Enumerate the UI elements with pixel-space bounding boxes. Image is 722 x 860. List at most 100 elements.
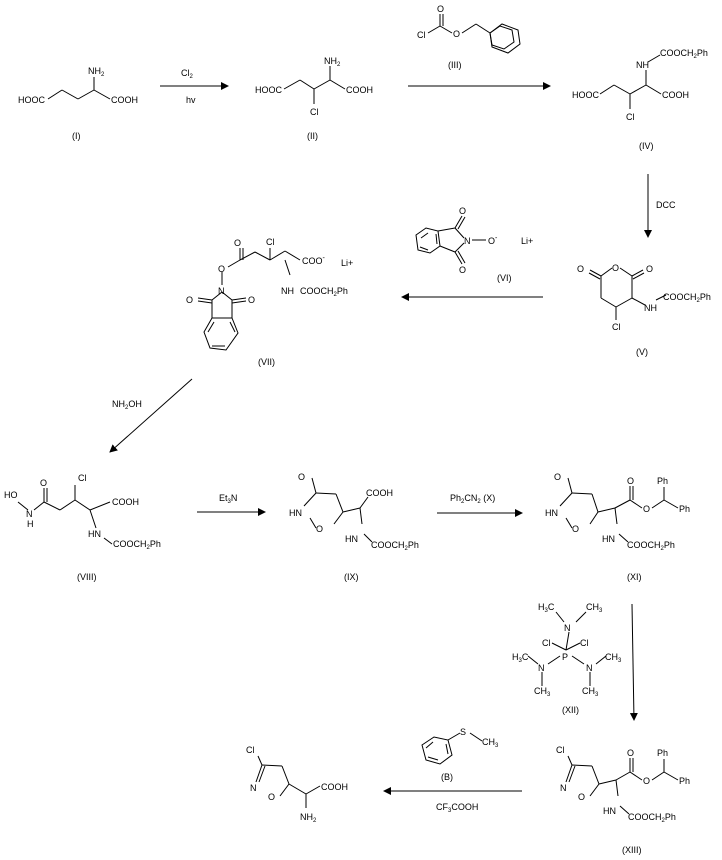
compound-xi-ph-top: Ph — [657, 476, 668, 486]
compound-xii-ch3-bottom-right: CH3 — [582, 686, 599, 698]
compound-i-hooc: HOOC — [18, 95, 46, 105]
compound-xi-hn: HN — [545, 508, 558, 518]
compound-vii-o-left: O — [186, 295, 193, 305]
compound-b-label: (B) — [441, 772, 453, 782]
compound-xiii-ph-top: Ph — [657, 748, 668, 758]
reagent-cl2: Cl2 — [181, 68, 194, 80]
compound-viii-h: H — [27, 519, 34, 529]
compound-vii-o-carbonyl: O — [234, 238, 241, 248]
compound-v-o-right: O — [646, 264, 653, 274]
reagent-hv: hv — [186, 95, 196, 105]
compound-final-cooh: COOH — [321, 782, 348, 792]
compound-b-s: S — [460, 727, 466, 737]
compound-b: S CH3 (B) — [421, 727, 499, 782]
compound-ix-label: (IX) — [344, 572, 359, 582]
compound-xii-n-left: N — [538, 663, 545, 673]
compound-ix-cbz: COOCH2Ph — [371, 540, 419, 552]
compound-viii-o: O — [40, 478, 47, 488]
compound-i-label: (I) — [72, 131, 81, 141]
compound-xi-ring-o: O — [572, 524, 579, 534]
compound-ii-cl: Cl — [310, 107, 319, 117]
compound-xii-ch3-bottom-left: CH3 — [534, 686, 551, 698]
compound-vii-cbz: COOCH2Ph — [300, 286, 348, 298]
compound-final-o: O — [268, 792, 275, 802]
compound-final: Cl N O COOH NH2 — [246, 745, 348, 824]
compound-xii-ch3-right: CH3 — [605, 652, 622, 664]
arrow-step-8 — [629, 603, 638, 721]
compound-xiii-cl: Cl — [556, 745, 565, 755]
reagent-dcc: DCC — [656, 200, 676, 210]
compound-xii-ch3-top: CH3 — [586, 602, 603, 614]
compound-xii-n-top: N — [564, 623, 571, 633]
compound-ix-hn: HN — [289, 508, 302, 518]
compound-xii-cl-right: Cl — [580, 638, 589, 648]
compound-v-label: (V) — [636, 347, 648, 357]
compound-iii-label: (III) — [448, 60, 462, 70]
compound-iv-nh: NH — [636, 60, 649, 70]
compound-vi-n: N — [464, 236, 471, 246]
compound-vii-nh: NH — [281, 286, 294, 296]
compound-viii-label: (VIII) — [77, 572, 97, 582]
compound-iv-cl: Cl — [626, 112, 635, 122]
reagent-nh2oh: NH2OH — [112, 399, 142, 411]
compound-ii-nh2: NH2 — [324, 56, 341, 68]
compound-vi-o-minus: O- — [488, 235, 498, 246]
compound-vii-o-ester: O — [218, 264, 225, 274]
compound-iv-cbz: COOCH2Ph — [660, 48, 708, 60]
compound-vi-o-top: O — [459, 206, 466, 216]
compound-viii-cl: Cl — [78, 473, 87, 483]
reagent-et3n: Et3N — [219, 493, 237, 505]
compound-xiii-label: (XIII) — [622, 845, 642, 855]
compound-vii: O O Cl COO- Li+ NH COOCH2Ph N O O (VII) — [186, 237, 353, 367]
compound-viii-ho: HO — [4, 490, 18, 500]
compound-xiii-cbz: COOCH2Ph — [628, 812, 676, 824]
compound-xii-cl-left: Cl — [542, 638, 551, 648]
arrow-step-5 — [109, 378, 193, 453]
compound-xii-n-right: N — [586, 663, 593, 673]
compound-b-ch3: CH3 — [482, 737, 499, 749]
compound-xiii-ph-right: Ph — [679, 776, 690, 786]
compound-v-cl: Cl — [612, 322, 621, 332]
compound-vi: O O N O- Li+ (VI) — [415, 206, 533, 283]
compound-xi: O HN O O O Ph Ph HN COOCH2Ph (XI) — [545, 472, 690, 582]
compound-ix-ring-o: O — [316, 524, 323, 534]
compound-ix-cooh: COOH — [366, 488, 393, 498]
compound-xiii-nh: HN — [603, 806, 616, 816]
compound-vii-cl: Cl — [266, 237, 275, 247]
compound-xi-o-ester: O — [643, 504, 650, 514]
compound-vii-li: Li+ — [341, 258, 353, 268]
compound-viii: HO N H O Cl COOH HN COOCH2Ph (VIII) — [4, 473, 161, 582]
compound-xiii-o-ester: O — [643, 776, 650, 786]
compound-vi-label: (VI) — [497, 273, 512, 283]
compound-xiii-o-carbonyl: O — [627, 748, 634, 758]
compound-v-cbz: COOCH2Ph — [663, 292, 711, 304]
compound-vii-coo: COO- — [302, 255, 326, 266]
compound-i-nh2: NH2 — [88, 66, 105, 78]
compound-iii-o-carbonyl: O — [437, 4, 444, 14]
compound-vii-label: (VII) — [258, 357, 275, 367]
reagent-cf3cooh: CF3COOH — [436, 802, 478, 814]
compound-xi-nh: HN — [602, 534, 615, 544]
compound-i-cooh: COOH — [111, 95, 138, 105]
compound-xi-o: O — [554, 472, 561, 482]
compound-iv-cooh: COOH — [662, 90, 689, 100]
compound-viii-n: N — [26, 509, 33, 519]
compound-final-cl: Cl — [246, 745, 255, 755]
reagent-ph2cn2: Ph2CN2 (X) — [450, 493, 495, 505]
compound-xii: H3C N CH3 Cl Cl P H3C N N CH3 CH3 CH3 (X… — [512, 602, 622, 715]
compound-viii-cbz: COOCH2Ph — [113, 539, 161, 551]
compound-iii: Cl O O (III) — [417, 4, 521, 70]
compound-v-o-ring: O — [612, 263, 619, 273]
compound-xi-cbz: COOCH2Ph — [627, 540, 675, 552]
compound-viii-nh: HN — [88, 529, 101, 539]
compound-xii-label: (XII) — [562, 705, 579, 715]
compound-ix-nh: HN — [345, 534, 358, 544]
compound-v-nh: NH — [644, 303, 657, 313]
compound-ii: HOOC NH2 COOH Cl (II) — [255, 56, 373, 141]
compound-iii-cl: Cl — [417, 30, 426, 40]
compound-xii-h3c-left: H3C — [512, 652, 529, 664]
compound-xii-h3c-top: H3C — [538, 602, 555, 614]
compound-v: O O O NH COOCH2Ph Cl (V) — [577, 263, 711, 357]
compound-iv-hooc: HOOC — [572, 90, 600, 100]
compound-vi-o-bottom: O — [459, 265, 466, 275]
